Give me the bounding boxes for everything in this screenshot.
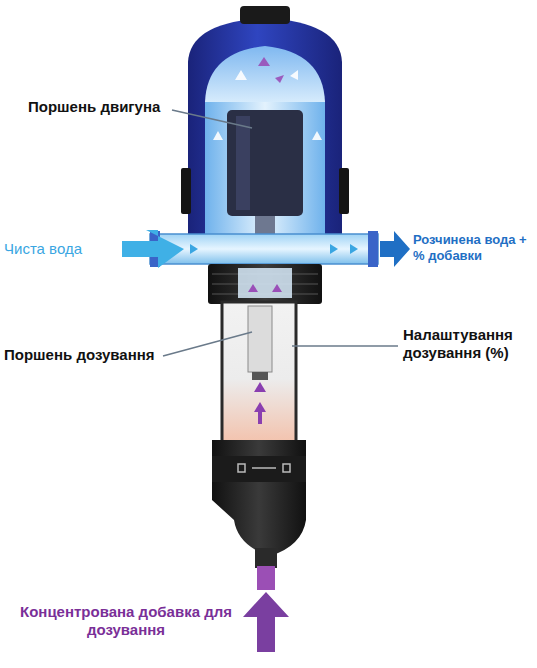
flow-label: Концентрована добавка для дозування — [8, 603, 244, 639]
label-text: Поршень двигуна — [28, 98, 170, 116]
part-label: Поршень двигуна — [28, 98, 170, 116]
label-text: Чиста вода — [4, 240, 118, 258]
flow-label: Чиста вода — [4, 240, 118, 258]
part-label: Налаштування дозування (%) — [403, 326, 533, 362]
label-text: Поршень дозування — [4, 346, 160, 364]
leader-line — [163, 110, 398, 356]
label-text: Розчинена вода + % добавки — [413, 232, 535, 263]
label-text: Налаштування дозування (%) — [403, 326, 533, 362]
flow-label: Розчинена вода + % добавки — [413, 232, 535, 263]
part-label: Поршень дозування — [4, 346, 160, 364]
label-text: Концентрована добавка для дозування — [8, 603, 244, 639]
